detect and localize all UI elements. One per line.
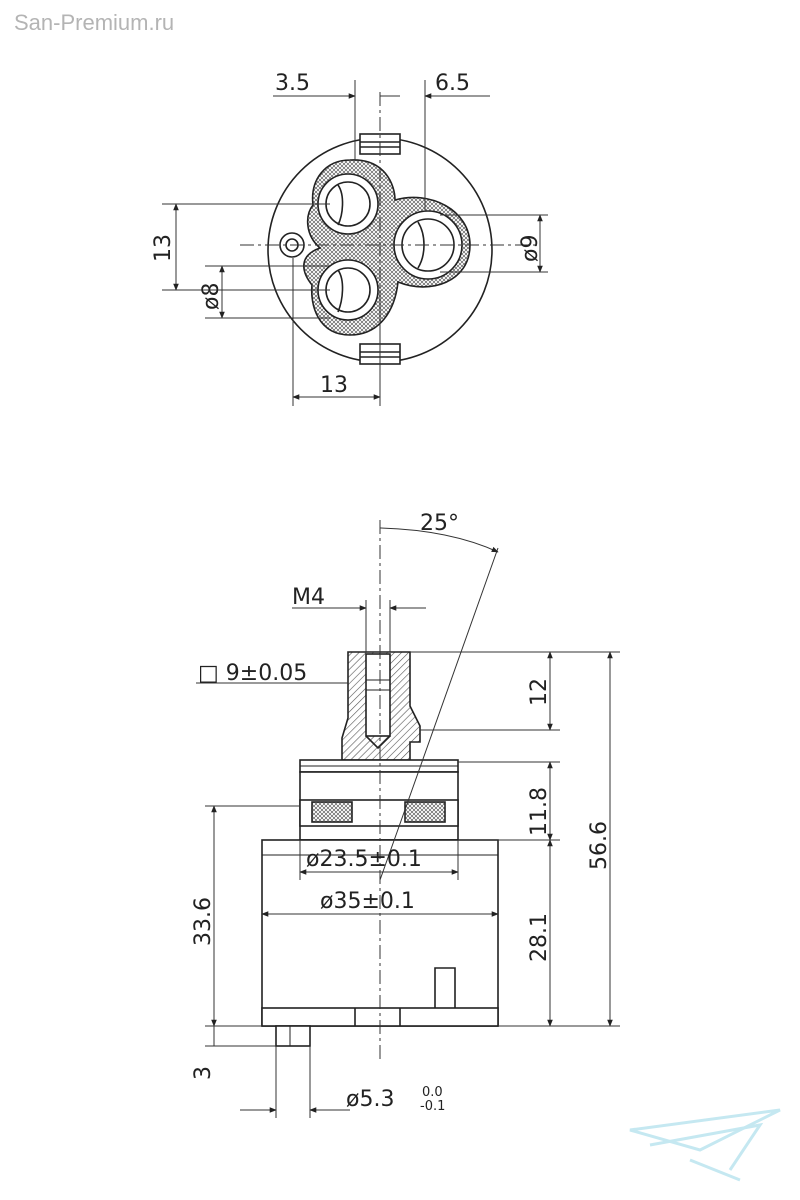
dim-body-height-left: 33.6 <box>191 897 216 946</box>
dim-total-height: 56.6 <box>587 821 612 870</box>
side-view-labels: 25° M4 □ 9±0.05 12 11.8 56.6 ø23.5±0.1 ø… <box>191 511 612 1114</box>
dim-stem-height: 12 <box>527 678 552 706</box>
dim-horizontal-spacing: 13 <box>320 373 348 398</box>
pin <box>275 1025 311 1047</box>
dim-pin-dia: ø5.3 <box>346 1087 394 1112</box>
dim-left-offset: 3.5 <box>275 71 310 96</box>
dim-stem-square: □ 9±0.05 <box>198 661 307 686</box>
dim-collar-height: 11.8 <box>527 787 552 836</box>
watermark-site-name: San-Premium.ru <box>14 10 175 35</box>
side-view-dimensions <box>196 520 620 1118</box>
dim-right-offset: 6.5 <box>435 71 470 96</box>
top-view-labels: 3.5 6.5 13 ø8 ø9 13 <box>151 71 543 398</box>
dim-angle: 25° <box>420 511 459 536</box>
dim-body-dia: ø35±0.1 <box>320 889 415 914</box>
dim-vertical-spacing: 13 <box>151 234 176 262</box>
dim-small-port-dia: ø8 <box>199 283 224 310</box>
dim-large-port-dia: ø9 <box>518 235 543 262</box>
dim-body-height-right: 28.1 <box>527 913 552 962</box>
dim-thread: M4 <box>292 585 325 610</box>
dim-pin-height: 3 <box>191 1066 216 1080</box>
dim-pin-tol-lower: -0.1 <box>420 1099 445 1114</box>
bird-logo-icon <box>629 1108 781 1182</box>
top-view-dimensions <box>162 80 548 406</box>
dim-pin-tol-upper: 0.0 <box>422 1085 443 1100</box>
dim-collar-dia: ø23.5±0.1 <box>306 847 422 872</box>
